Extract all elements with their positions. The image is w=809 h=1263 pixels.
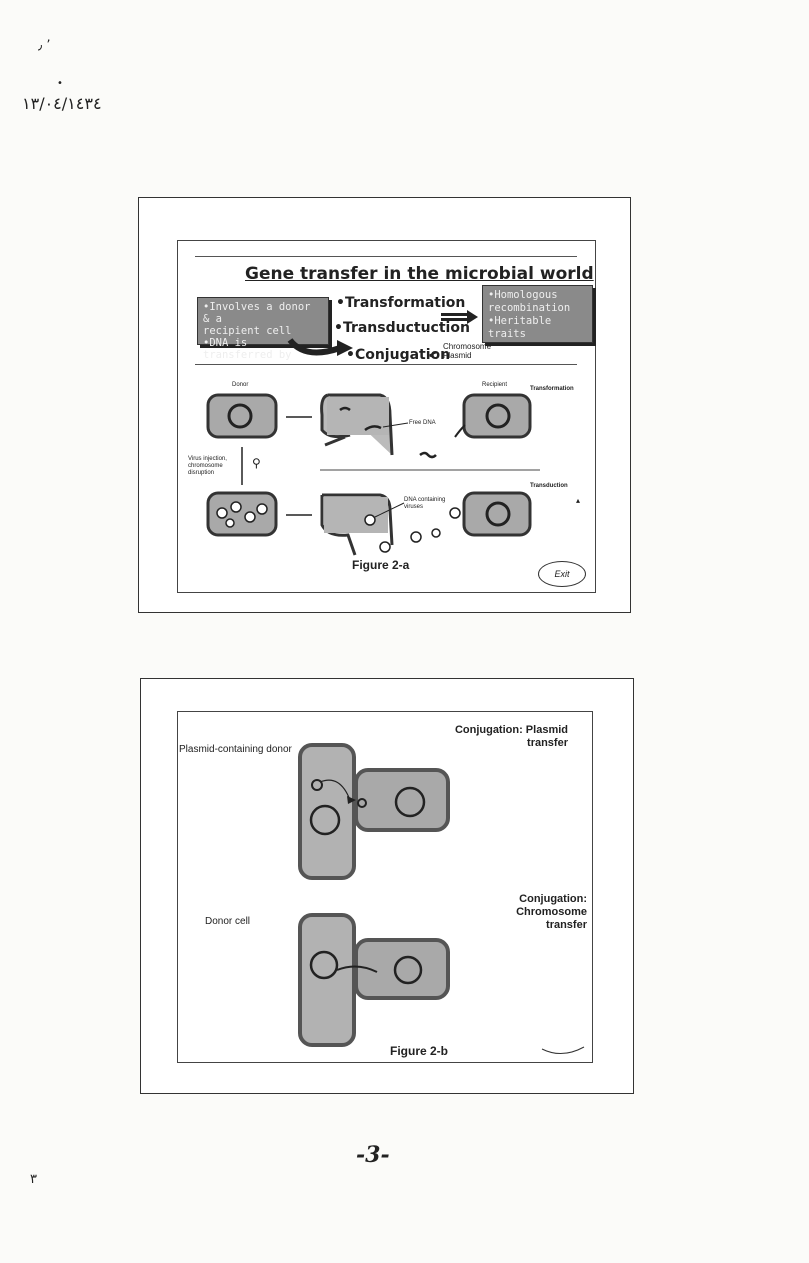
free-dna-strand <box>339 406 382 432</box>
handwritten-date: ١٣/٠٤/١٤٣٤ <box>22 94 102 113</box>
curve-mark <box>541 1046 585 1054</box>
note-line: recipient cell <box>203 325 292 337</box>
free-dna-fragment <box>419 451 437 459</box>
donor-cell-chromosome <box>298 913 356 1047</box>
label-chromosome-transfer: Conjugation: Chromosome transfer <box>449 893 587 932</box>
conjugation-types: Chromosome Plasmid <box>443 342 491 360</box>
label-plasmid-donor: Plasmid-containing donor <box>179 744 292 755</box>
plasmid <box>311 779 323 791</box>
figure-2b-caption: Figure 2-b <box>390 1044 449 1058</box>
label-transduction: Transduction <box>530 483 568 489</box>
note-line: •Involves a donor & a <box>203 301 311 325</box>
exit-label: Exit <box>554 569 570 579</box>
virus-line: chromosome <box>188 463 223 469</box>
exit-button[interactable]: Exit <box>538 561 586 587</box>
label-line: Conjugation: Plasmid <box>454 724 568 736</box>
slide-2-content <box>177 711 593 1063</box>
outcome-line: recombination <box>488 302 571 314</box>
label-dna-viruses: DNA containing viruses <box>404 497 445 511</box>
divider-top <box>195 256 577 257</box>
gene-transfer-diagram: ⚲ ▴ <box>206 393 580 556</box>
recipient-cell-plasmid <box>354 768 450 832</box>
outcome-line: •Heritable traits <box>488 315 552 340</box>
virus-line: viruses <box>404 504 424 510</box>
note-line: •DNA is transferred by <box>203 337 292 361</box>
slide-title: Gene transfer in the microbial world <box>245 264 594 284</box>
infected-donor-cell <box>206 491 278 537</box>
recipient-chromosome <box>485 403 511 429</box>
label-virus-injection: Virus injection, chromosome disruption <box>188 456 227 477</box>
label-line: Conjugation: Chromosome <box>516 893 587 918</box>
conjugation-diagram <box>298 743 450 1047</box>
page-number-left: ٣ <box>30 1172 37 1187</box>
donor-recipient-note: •Involves a donor & a recipient cell •DN… <box>197 297 329 361</box>
phage-icon: ⚲ <box>252 456 261 470</box>
bracket-arrow-icon: < <box>429 347 438 363</box>
figure-2a-caption: Figure 2-a <box>352 558 410 572</box>
virus-line: DNA containing <box>404 497 446 503</box>
outcome-line: •Homologous <box>488 289 558 301</box>
mechanism-transformation: •Transformation <box>336 295 466 311</box>
mechanism-conjugation: •Conjugation <box>346 347 451 363</box>
donor-cell <box>206 393 278 439</box>
recipient-cell-2 <box>462 491 532 537</box>
mechanism-transduction: •Transductuction <box>334 320 470 336</box>
curved-arrow-icon <box>287 338 353 356</box>
virus-line: Virus injection, <box>188 456 227 462</box>
svg-text:▴: ▴ <box>576 496 580 505</box>
label-donor-cell: Donor cell <box>205 916 251 927</box>
recipient-cell <box>462 393 532 439</box>
label-plasmid-transfer: Conjugation: Plasmid transfer <box>450 724 568 750</box>
corner-mark: ٬ ٫ <box>38 38 51 53</box>
type-chromosome: Chromosome <box>443 342 492 351</box>
label-donor: Donor <box>232 382 249 388</box>
dot-mark: • <box>57 78 63 89</box>
outcome-note: •Homologous recombination •Heritable tra… <box>482 285 593 343</box>
virus-line: disruption <box>188 470 215 476</box>
donor-chromosome <box>227 403 253 429</box>
label-line: transfer <box>527 737 568 749</box>
label-free-dna: Free DNA <box>409 420 436 426</box>
double-arrow-icon <box>441 310 478 324</box>
label-recipient: Recipient <box>482 382 508 388</box>
donor-cell-plasmid <box>298 743 356 880</box>
type-plasmid: Plasmid <box>443 351 472 360</box>
label-transformation: Transformation <box>530 386 574 392</box>
label-line: transfer <box>546 919 587 931</box>
handwritten-page-mark: -3- <box>356 1142 390 1168</box>
divider-middle <box>195 364 577 365</box>
